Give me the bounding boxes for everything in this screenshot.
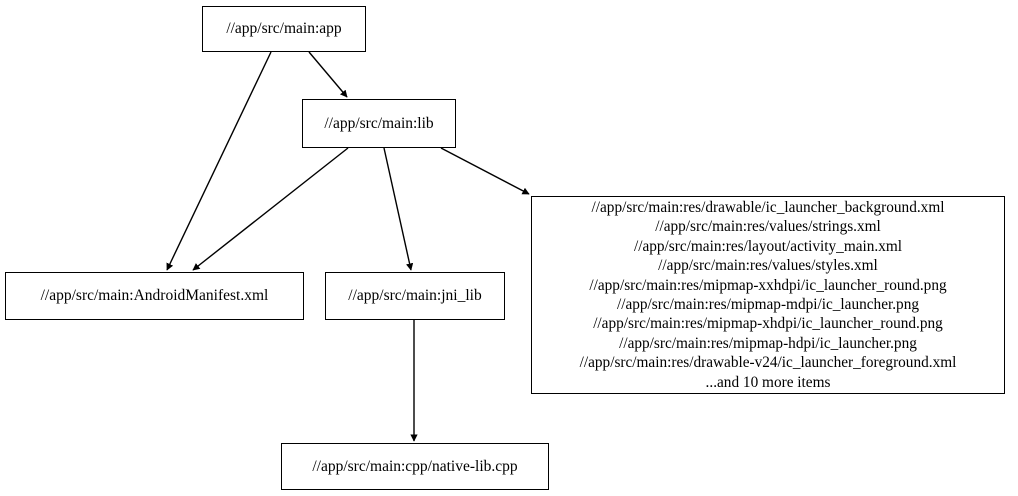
graph-node-jni-lib[interactable]: //app/src/main:jni_lib — [325, 272, 505, 320]
graph-node-label: //app/src/main:jni_lib — [348, 287, 482, 305]
graph-node-native-lib-cpp[interactable]: //app/src/main:cpp/native-lib.cpp — [281, 443, 549, 490]
graph-edge-app-to-manifest — [166, 51, 272, 271]
graph-node-label: //app/src/main:app — [226, 20, 342, 38]
graph-node-label: //app/src/main:AndroidManifest.xml — [40, 287, 269, 305]
graph-node-label: //app/src/main:lib — [324, 114, 434, 132]
graph-node-label: //app/src/main:res/drawable/ic_launcher_… — [579, 198, 957, 391]
graph-edge-app-to-lib — [308, 51, 348, 98]
graph-edge-lib-to-res-group — [440, 147, 530, 195]
graph-node-lib[interactable]: //app/src/main:lib — [302, 99, 456, 148]
graph-edge-lib-to-jni-lib — [383, 147, 414, 271]
graph-node-res-group[interactable]: //app/src/main:res/drawable/ic_launcher_… — [531, 196, 1005, 394]
graph-node-app[interactable]: //app/src/main:app — [202, 6, 366, 52]
graph-edge-lib-to-manifest — [192, 147, 349, 271]
graph-node-android-manifest[interactable]: //app/src/main:AndroidManifest.xml — [5, 272, 304, 320]
graph-node-label: //app/src/main:cpp/native-lib.cpp — [312, 457, 518, 475]
